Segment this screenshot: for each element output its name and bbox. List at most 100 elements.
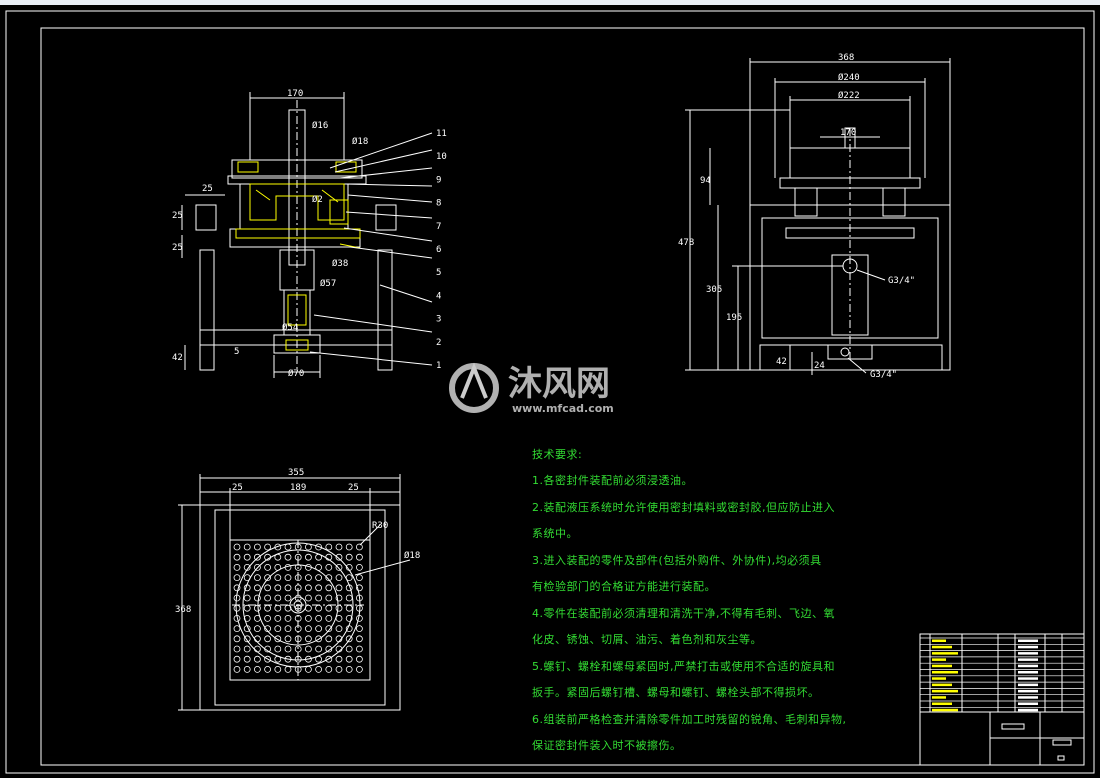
plate-hole: [335, 584, 343, 592]
inner-border: [40, 27, 1085, 766]
plate-hole: [253, 574, 261, 581]
parts-list-entry: [932, 683, 952, 687]
part-number: 11: [436, 129, 447, 139]
parts-list-entry: [1018, 664, 1038, 668]
side-dim-478: 478: [678, 238, 694, 248]
parts-list-entry: [1018, 639, 1038, 642]
parts-list-entry: [1018, 689, 1038, 693]
plate-hole: [264, 543, 272, 551]
plate-hole: [243, 635, 251, 643]
top-dim-25-left: 25: [232, 483, 243, 493]
front-dim-pin: Ø18: [352, 136, 368, 147]
plate-hole: [325, 553, 333, 561]
part-number: 8: [436, 199, 441, 209]
plate-hole: [264, 594, 272, 602]
plate-hole: [345, 666, 353, 673]
plate-hole: [304, 543, 312, 551]
side-dim-240: Ø240: [838, 72, 860, 83]
parts-list-entry: [1018, 652, 1038, 655]
plate-hole: [315, 645, 323, 653]
plate-hole: [335, 543, 343, 551]
parts-list-entry: [932, 652, 958, 655]
parts-list-entry: [932, 696, 946, 699]
plate-hole: [294, 564, 302, 571]
plate-hole: [284, 594, 292, 602]
plate-hole: [274, 553, 282, 561]
parts-list-entry: [1018, 645, 1038, 649]
plate-hole: [345, 655, 353, 663]
plate-hole: [253, 655, 261, 663]
side-dim-170: 170: [840, 128, 856, 138]
parts-list-entry: [1018, 658, 1038, 661]
plate-hole: [304, 564, 312, 571]
plate-hole: [274, 574, 282, 581]
plate-hole: [264, 666, 272, 673]
plate-hole: [284, 564, 292, 571]
plate-hole: [294, 553, 302, 561]
plate-hole: [315, 615, 323, 622]
plate-hole: [253, 553, 261, 561]
parts-list-entry: [932, 664, 952, 668]
plate-hole: [274, 615, 282, 622]
plate-hole: [335, 645, 343, 653]
plate-hole: [345, 553, 353, 561]
plate-hole: [345, 615, 353, 622]
plate-hole: [315, 553, 323, 561]
part-number: 7: [436, 222, 441, 232]
side-dim-368: 368: [838, 53, 854, 63]
plate-hole: [335, 553, 343, 561]
parts-list-entry: [932, 671, 958, 674]
plate-hole: [345, 625, 353, 632]
plate-hole: [233, 594, 241, 602]
plate-hole: [315, 604, 323, 612]
plate-hole: [345, 543, 353, 551]
notes-line: 扳手。紧固后螺钉槽、螺母和螺钉、螺栓头部不得损坏。: [532, 686, 820, 699]
plate-hole: [294, 645, 302, 653]
plate-hole: [253, 584, 261, 592]
plate-hole: [284, 666, 292, 673]
plate-hole: [233, 564, 241, 571]
plate-hole: [304, 645, 312, 653]
plate-hole: [233, 584, 241, 592]
plate-hole: [304, 655, 312, 663]
plate-hole: [233, 666, 241, 673]
plate-hole: [294, 584, 302, 592]
plate-hole: [294, 594, 302, 602]
plate-hole: [304, 625, 312, 632]
plate-hole: [253, 564, 261, 571]
plate-hole: [294, 655, 302, 663]
plate-hole: [284, 584, 292, 592]
plate-hole: [243, 553, 251, 561]
plate-hole: [315, 666, 323, 673]
plate-hole: [264, 655, 272, 663]
plate-hole: [284, 604, 292, 612]
plate-hole: [294, 604, 302, 612]
top-dim-189: 189: [290, 483, 306, 493]
plate-hole: [335, 604, 343, 612]
plate-hole: [304, 666, 312, 673]
parts-list-entry: [1018, 702, 1038, 705]
top-dim-355: 355: [288, 468, 304, 478]
plate-hole: [284, 645, 292, 653]
plate-hole: [243, 594, 251, 602]
plate-hole: [243, 584, 251, 592]
part-number: 1: [436, 361, 441, 371]
front-dim-5: 5: [234, 347, 239, 357]
notes-line: 6.组装前严格检查并清除零件加工时残留的锐角、毛刺和异物,: [532, 712, 847, 726]
parts-list-entry: [1018, 671, 1038, 674]
plate-hole: [335, 666, 343, 673]
plate-hole: [304, 615, 312, 622]
plate-hole: [264, 615, 272, 622]
watermark-brand: 沐风网: [508, 364, 610, 404]
plate-hole: [325, 666, 333, 673]
plate-hole: [345, 635, 353, 643]
front-dim-shaft: Ø16: [312, 120, 328, 131]
notes-line: 保证密封件装入时不被擦伤。: [532, 739, 682, 752]
part-number: 10: [436, 152, 447, 162]
plate-hole: [233, 645, 241, 653]
plate-hole: [243, 604, 251, 612]
front-dim-base: Ø70: [288, 368, 304, 379]
plate-hole: [284, 635, 292, 643]
plate-hole: [315, 543, 323, 551]
